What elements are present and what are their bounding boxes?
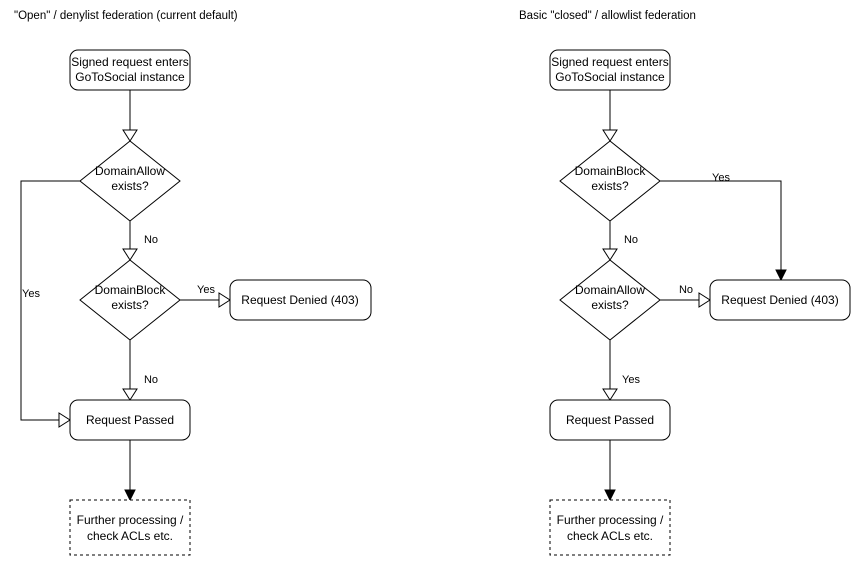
edge-left-passed-to-further bbox=[124, 440, 136, 502]
right-further-processing-label-line2: check ACLs etc. bbox=[567, 529, 653, 543]
edge-left-domainblock-yes-arrowhead bbox=[218, 292, 231, 308]
edge-left-entry-d1-arrowhead bbox=[122, 129, 138, 142]
edge-left-domainblock-no-arrowhead bbox=[122, 388, 138, 401]
left-domainblock-label-line2: exists? bbox=[111, 298, 149, 312]
right-domainblock-label-line2: exists? bbox=[591, 179, 629, 193]
node-left-domainallow[interactable]: DomainAllow exists? bbox=[79, 140, 181, 222]
right-domainallow-label-line1: DomainAllow bbox=[575, 283, 645, 297]
edge-label-right-domainallow-yes: Yes bbox=[622, 374, 640, 386]
edge-label-right-domainblock-no: No bbox=[624, 234, 638, 246]
node-right-domainblock[interactable]: DomainBlock exists? bbox=[559, 140, 661, 222]
left-further-processing-label-line2: check ACLs etc. bbox=[87, 529, 173, 543]
edge-left-domainallow-yes-arrowhead bbox=[58, 412, 71, 428]
right-entry-label-line1: Signed request enters bbox=[551, 55, 668, 69]
node-right-domainallow[interactable]: DomainAllow exists? bbox=[559, 259, 661, 341]
column-right: Basic "closed" / allowlist federation Si… bbox=[519, 10, 851, 556]
edge-right-domainblock-no: No bbox=[602, 221, 638, 261]
left-domainblock-label-line1: DomainBlock bbox=[95, 283, 167, 297]
edge-left-domainblock-yes: Yes bbox=[180, 284, 231, 308]
left-request-passed-label: Request Passed bbox=[86, 413, 174, 427]
right-further-processing-shape bbox=[549, 499, 671, 556]
edge-right-domainblock-yes-line bbox=[660, 180, 782, 274]
edge-right-domainallow-no-arrowhead bbox=[698, 292, 711, 308]
node-left-request-denied[interactable]: Request Denied (403) bbox=[229, 279, 372, 321]
node-left-domainblock[interactable]: DomainBlock exists? bbox=[79, 259, 181, 341]
edge-left-domainallow-yes: Yes bbox=[20, 180, 80, 428]
edge-left-passed-further-arrowhead bbox=[124, 489, 136, 502]
right-request-denied-shape bbox=[709, 279, 851, 321]
left-request-denied-shape bbox=[229, 279, 372, 321]
edge-label-left-domainblock-yes: Yes bbox=[197, 284, 215, 296]
left-request-denied-label: Request Denied (403) bbox=[241, 293, 358, 307]
right-entry-label-line2: GoToSocial instance bbox=[555, 70, 665, 84]
right-domainallow-label-line2: exists? bbox=[591, 298, 629, 312]
edge-right-entry-to-d1 bbox=[602, 90, 618, 142]
node-left-entry[interactable]: Signed request enters GoToSocial instanc… bbox=[69, 49, 191, 91]
edge-right-domainallow-yes: Yes bbox=[602, 340, 640, 401]
edge-right-passed-to-further bbox=[604, 440, 616, 502]
edge-left-entry-to-d1 bbox=[122, 90, 138, 142]
edge-left-domainallow-yes-line bbox=[20, 180, 80, 421]
left-column-title: "Open" / denylist federation (current de… bbox=[14, 10, 238, 22]
left-entry-label-line1: Signed request enters bbox=[71, 55, 188, 69]
right-further-processing-label-line1: Further processing / bbox=[557, 513, 664, 527]
edge-label-left-domainallow-yes: Yes bbox=[22, 288, 40, 300]
right-domainblock-label-line1: DomainBlock bbox=[575, 164, 647, 178]
edge-left-domainblock-no: No bbox=[122, 340, 158, 401]
edge-right-domainblock-yes-arrowhead bbox=[775, 269, 787, 282]
right-request-passed-label: Request Passed bbox=[566, 413, 654, 427]
left-further-processing-shape bbox=[69, 499, 191, 556]
node-right-further-processing[interactable]: Further processing / check ACLs etc. bbox=[549, 499, 671, 556]
node-right-request-denied[interactable]: Request Denied (403) bbox=[709, 279, 851, 321]
column-left: "Open" / denylist federation (current de… bbox=[14, 10, 372, 556]
left-domainallow-label-line2: exists? bbox=[111, 179, 149, 193]
right-request-denied-label: Request Denied (403) bbox=[721, 293, 838, 307]
edge-left-domainallow-no: No bbox=[122, 221, 158, 261]
edge-label-left-domainallow-no: No bbox=[144, 234, 158, 246]
node-right-request-passed[interactable]: Request Passed bbox=[549, 399, 671, 441]
edge-left-domainallow-no-arrowhead bbox=[122, 248, 138, 261]
left-further-processing-label-line1: Further processing / bbox=[77, 513, 184, 527]
edge-right-passed-further-arrowhead bbox=[604, 489, 616, 502]
edge-right-domainblock-yes: Yes bbox=[660, 172, 787, 282]
left-entry-label-line2: GoToSocial instance bbox=[75, 70, 185, 84]
node-left-further-processing[interactable]: Further processing / check ACLs etc. bbox=[69, 499, 191, 556]
right-column-title: Basic "closed" / allowlist federation bbox=[519, 10, 696, 22]
node-left-request-passed[interactable]: Request Passed bbox=[69, 399, 191, 441]
edge-right-domainallow-yes-arrowhead bbox=[602, 388, 618, 401]
edge-label-left-domainblock-no: No bbox=[144, 374, 158, 386]
edge-right-domainblock-no-arrowhead bbox=[602, 248, 618, 261]
edge-label-right-domainallow-no: No bbox=[679, 284, 693, 296]
left-domainallow-label-line1: DomainAllow bbox=[95, 164, 165, 178]
node-right-entry[interactable]: Signed request enters GoToSocial instanc… bbox=[549, 49, 671, 91]
edge-label-right-domainblock-yes: Yes bbox=[712, 172, 730, 184]
edge-right-domainallow-no: No bbox=[660, 284, 711, 308]
edge-right-entry-d1-arrowhead bbox=[602, 129, 618, 142]
